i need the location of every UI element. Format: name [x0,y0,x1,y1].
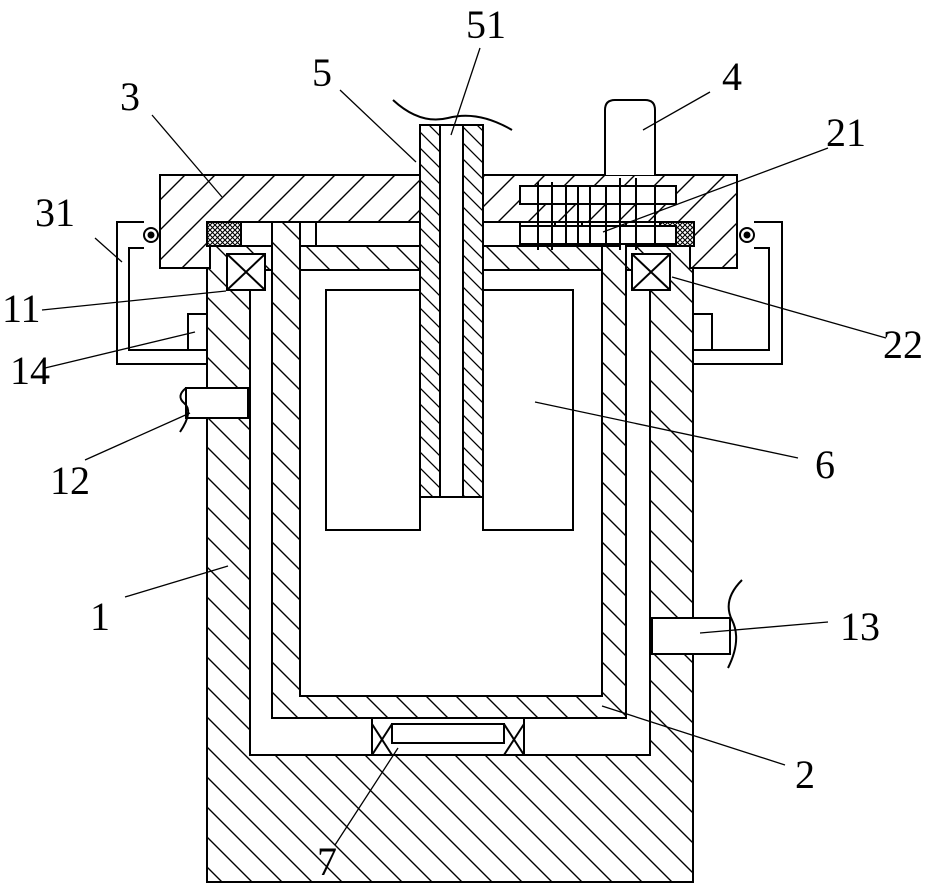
label-3: 3 [120,74,140,119]
bearing-right [632,254,670,290]
label-51: 51 [466,2,506,47]
label-13: 13 [840,604,880,649]
label-7: 7 [317,839,337,884]
paddle-right [483,290,573,530]
seal-left [207,222,241,246]
label-4: 4 [722,54,742,99]
label-31: 31 [35,190,75,235]
label-2: 2 [795,752,815,797]
label-11: 11 [2,286,41,331]
label-6: 6 [815,442,835,487]
bottom-support [372,718,524,755]
label-12: 12 [50,458,90,503]
label-22: 22 [883,322,923,367]
label-1: 1 [90,594,110,639]
label-5: 5 [312,50,332,95]
label-21: 21 [826,110,866,155]
motor [605,100,655,175]
paddle-left [326,290,420,530]
bearing-left [227,254,265,290]
label-14: 14 [10,348,50,393]
